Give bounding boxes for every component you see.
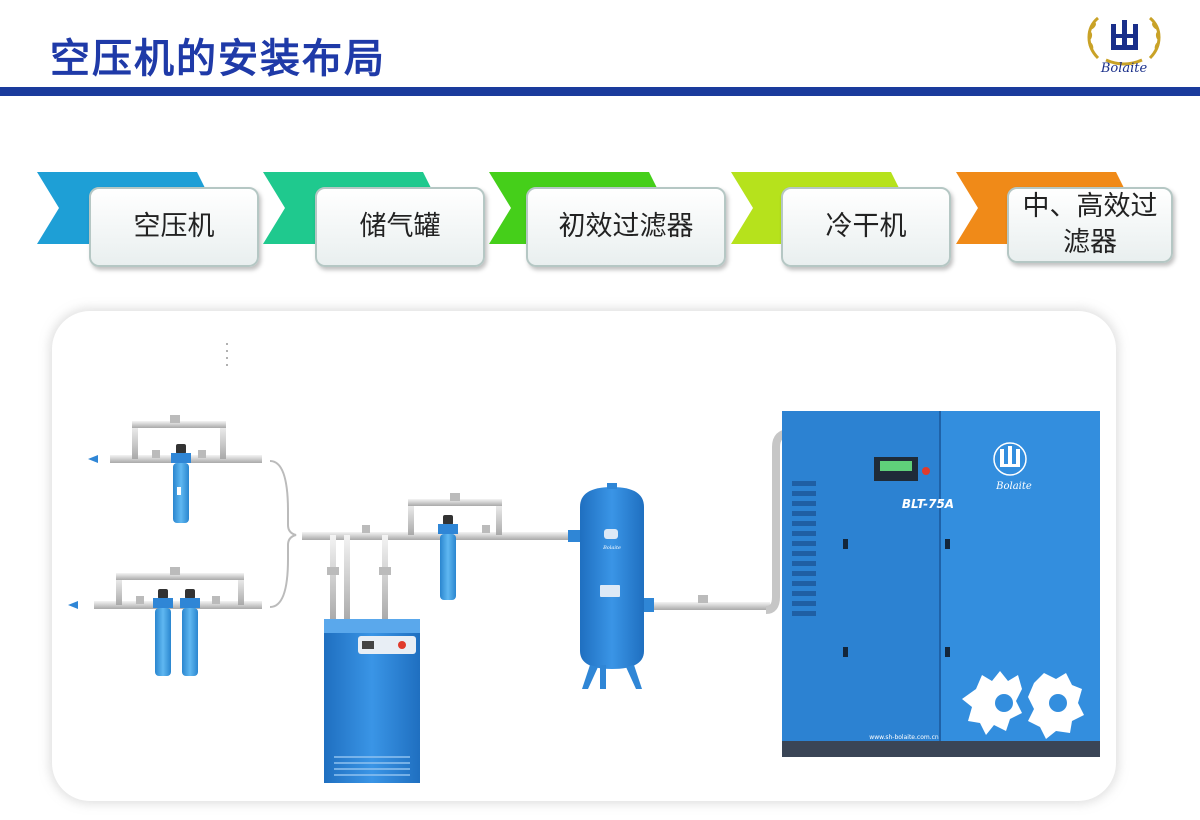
step-air-tank: 储气罐 bbox=[315, 187, 485, 267]
tank-brand: Bolaite bbox=[602, 545, 621, 551]
upper-filter-line bbox=[88, 415, 262, 523]
bolaite-logo-icon bbox=[1087, 16, 1161, 66]
process-steps: 空压机 储气罐 初效过滤器 冷干机 中、高效过滤器 bbox=[0, 160, 1200, 280]
air-receiver-tank: Bolaite bbox=[568, 483, 654, 689]
installation-illustration: Bolaite bbox=[68, 343, 1100, 783]
step-refrigerated-dryer: 冷干机 bbox=[781, 187, 951, 267]
page-title: 空压机的安装布局 bbox=[50, 36, 386, 82]
step-primary-filter: 初效过滤器 bbox=[526, 187, 726, 267]
main-pipeline bbox=[302, 493, 572, 621]
header-rule bbox=[0, 87, 1200, 96]
refrigerated-dryer bbox=[324, 619, 420, 783]
step-high-efficiency-filter: 中、高效过滤器 bbox=[1007, 187, 1173, 263]
installation-diagram: Bolaite bbox=[52, 311, 1116, 801]
compressor-model: BLT-75A bbox=[902, 497, 954, 511]
step-air-compressor: 空压机 bbox=[89, 187, 259, 267]
lower-filter-line bbox=[68, 567, 262, 676]
compressor-website: www.sh-bolaite.com.cn bbox=[869, 734, 939, 741]
compressor-brand: Bolaite bbox=[995, 481, 1032, 492]
logo-text: Bolaite bbox=[1100, 61, 1148, 76]
screw-air-compressor: Bolaite BLT-75A www.sh-bolaite.com.cn bbox=[782, 411, 1100, 757]
